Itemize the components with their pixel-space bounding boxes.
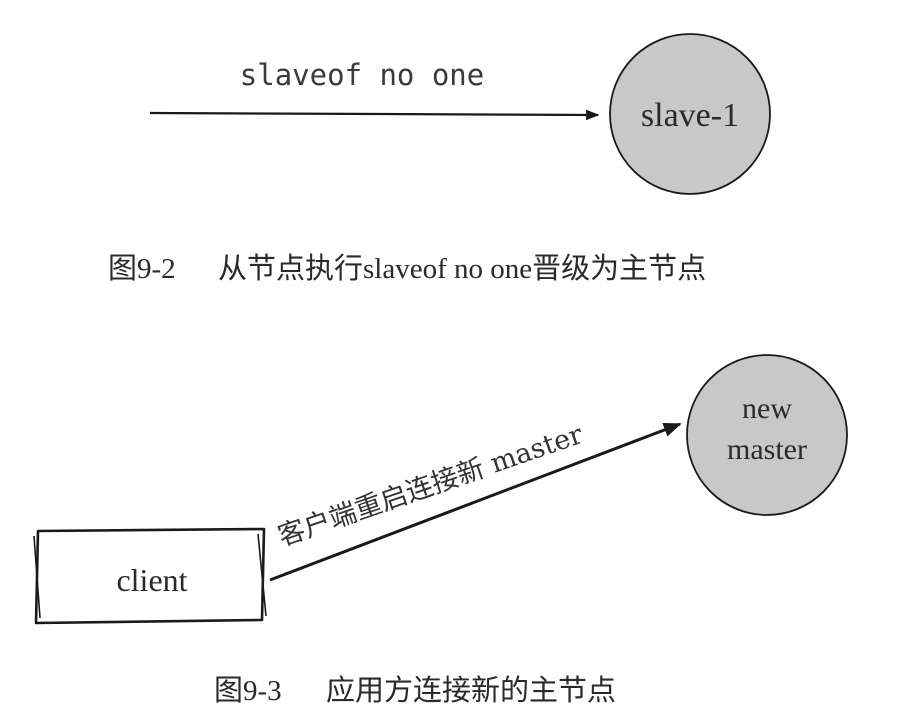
reconnect-label: 客户端重启连接新 master [274, 419, 587, 552]
caption-text: 应用方连接新的主节点 [326, 674, 616, 707]
command-arrow [149, 109, 600, 121]
figure-9-3: client 客户端重启连接新 master new master 图9-3 应… [33, 354, 848, 707]
slave-1-circle [609, 33, 771, 195]
figure-9-2-caption: 图9-2 从节点执行slaveof no one晋级为主节点 [108, 252, 706, 285]
new-master-node: new master [686, 354, 848, 516]
reconnect-arrow [269, 422, 682, 582]
new-master-label-line1: new [742, 392, 792, 425]
new-master-label-line2: master [727, 433, 807, 466]
client-rect [34, 527, 266, 625]
caption-number: 图9-3 [214, 675, 282, 707]
slave-1-label: slave-1 [641, 97, 739, 134]
client-label: client [116, 562, 187, 598]
figure-9-3-caption: 图9-3 应用方连接新的主节点 [214, 674, 616, 707]
figure-9-2: slaveof no one slave-1 图9-2 从节点执行slaveof… [108, 33, 771, 285]
caption-number: 图9-2 [108, 253, 176, 285]
client-rect-sketch [33, 533, 267, 619]
command-label: slaveof no one [240, 58, 484, 92]
caption-text: 从节点执行slaveof no one晋级为主节点 [218, 252, 706, 285]
client-box: client [33, 527, 267, 625]
slave-1-node: slave-1 [609, 33, 771, 195]
new-master-circle [686, 354, 848, 516]
